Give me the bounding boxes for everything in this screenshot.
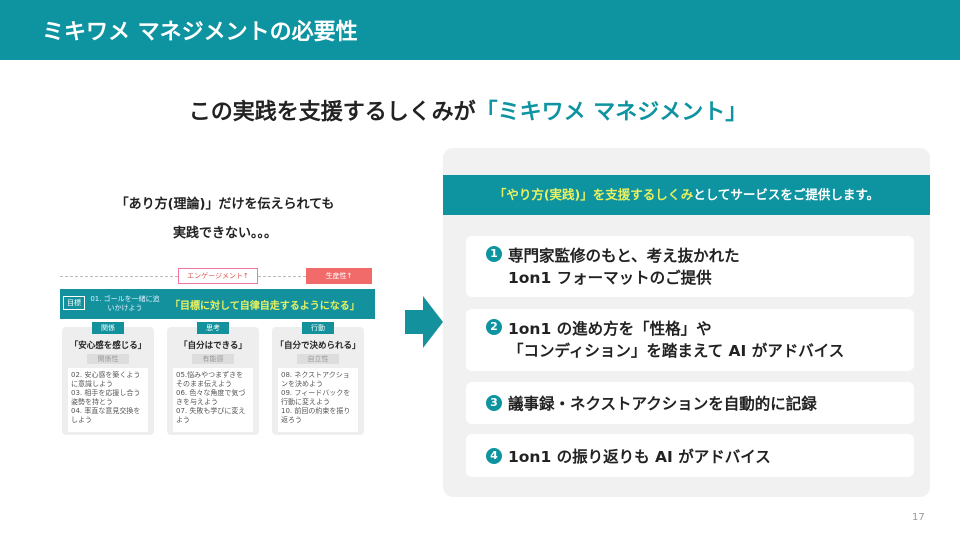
left-text-line1: 「あり方(理論)」だけを伝えられても [115,197,335,212]
slide-title: ミキワメ マネジメントの必要性 [42,20,358,45]
column-sub: 関係性 [87,354,129,364]
column-heading: 「自分はできる」 [179,341,247,351]
column-sub: 有能感 [192,354,234,364]
list-item: 09. フィードバックを行動に変えよう [281,389,351,406]
list-item: 06. 色々な角度で気づきを与えよう [176,389,246,406]
number-badge: 2 [486,319,502,335]
feature-card: 4 1on1 の振り返りも AI がアドバイス [466,434,914,477]
left-text-line2: 実践できない。。。 [172,226,277,241]
column-sub: 自立性 [297,354,339,364]
feature-card: 2 1on1 の進め方を「性格」や「コンディション」を踏まえて AI がアドバイス [466,309,914,371]
feature-text: 1on1 フォーマットのご提供 [508,268,712,287]
list-item: 07. 失敗も学びに変えよう [176,407,246,424]
column-category: 思考 [197,322,229,334]
dashed-line [60,276,178,277]
headline-prefix: この実践を支援するしくみが [188,100,476,125]
goal-main: 「目標に対して自律自走するようになる」 [170,301,360,312]
feature-text: 1on1 の進め方を「性格」や [508,320,712,338]
goal-sub: 01. ゴールを一緒に追いかけよう [90,295,160,312]
engagement-label: エンゲージメント↑ [178,268,258,284]
dashed-line [258,276,306,277]
list-item: 05.悩みやつまずきをそのまま伝えよう [176,371,244,388]
column-heading: 「自分で決められる」 [275,341,361,351]
feature-text: 専門家監修のもと、考え抜かれた [508,246,740,265]
productivity-label: 生産性↑ [306,268,372,284]
feature-card: 1 専門家監修のもと、考え抜かれた 1on1 フォーマットのご提供 [466,236,914,297]
headline-accent: 「ミキワメ マネジメント」 [475,100,748,125]
feature-text: 議事録・ネクストアクションを自動的に記録 [508,395,817,413]
banner-text: としてサービスをご提供します。 [693,187,880,202]
right-arrow-icon [405,296,443,348]
number-badge: 3 [486,395,502,411]
column-heading: 「安心感を感じる」 [69,341,147,351]
framework-diagram: エンゲージメント↑ 生産性↑ 目標 01. ゴールを一緒に追いかけよう 「目標に… [60,265,390,437]
list-item: 04. 率直な意見交換をしよう [71,407,141,424]
service-banner: 「やり方(実践)」を支援するしくみとしてサービスをご提供します。 [443,175,930,215]
goal-bar: 目標 01. ゴールを一緒に追いかけよう 「目標に対して自律自走するようになる」 [60,289,375,319]
list-item: 10. 前回の約束を振り返ろう [281,407,351,424]
feature-text: 1on1 の振り返りも AI がアドバイス [508,447,771,466]
column-category: 関係 [92,322,124,334]
page-number: 17 [912,512,925,523]
list-item: 03. 相手を応援し合う姿勢を持とう [71,389,141,406]
goal-tag: 目標 [63,296,85,310]
number-badge: 1 [486,246,502,262]
slide-header: ミキワメ マネジメントの必要性 [0,0,960,60]
column-category: 行動 [302,322,334,334]
list-item: 08. ネクストアクションを決めよう [281,371,350,388]
feature-text: 「コンディション」を踏まえて AI がアドバイス [508,342,845,360]
list-item: 02. 安心感を築くように意識しよう [71,371,141,388]
banner-accent: 「やり方(実践)」を支援するしくみ [493,187,694,202]
number-badge: 4 [486,447,502,464]
feature-card: 3 議事録・ネクストアクションを自動的に記録 [466,382,914,424]
headline: この実践を支援するしくみが「ミキワメ マネジメント」 [0,94,936,126]
